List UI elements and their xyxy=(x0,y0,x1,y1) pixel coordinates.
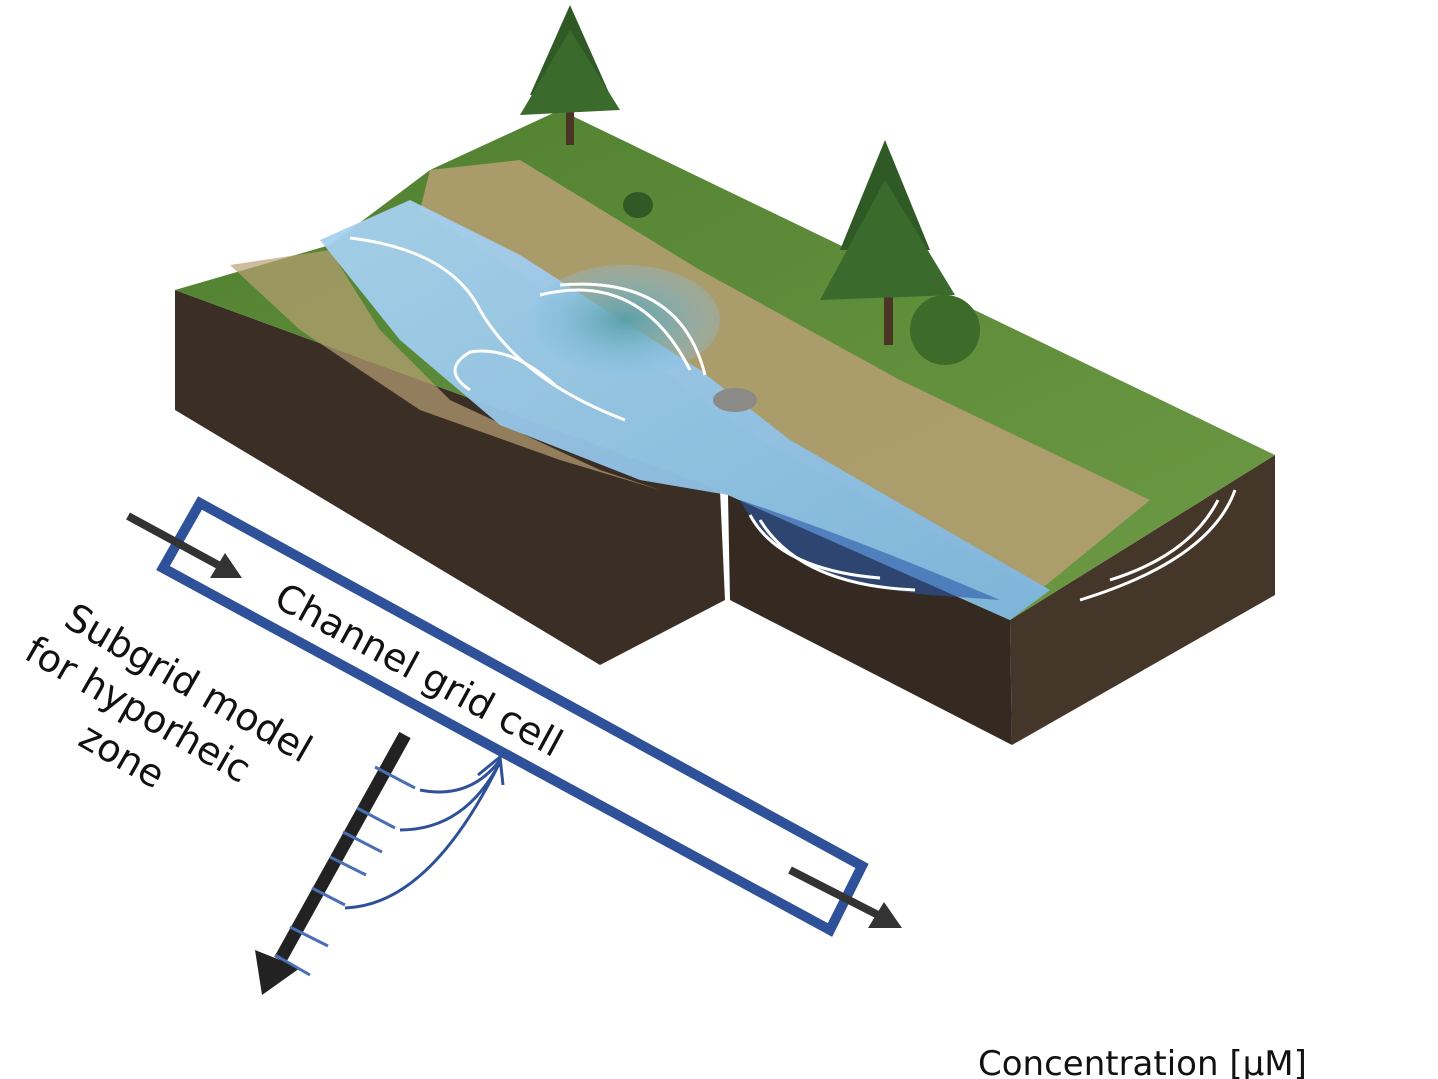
channel-grid-cell-box xyxy=(156,496,869,937)
tree-icon xyxy=(520,5,620,145)
soil-side-right xyxy=(1010,455,1275,745)
shrub-icon xyxy=(910,295,980,365)
terrain-block xyxy=(175,5,1275,745)
concentration-profile xyxy=(344,754,505,910)
concentration-axis-label: Concentration [μM] xyxy=(978,1044,1307,1079)
pool xyxy=(530,265,720,375)
inflow-arrow-icon xyxy=(126,512,242,578)
hyporheic-pocket xyxy=(740,500,1000,600)
flow-arrows xyxy=(349,236,1237,602)
tree-icon xyxy=(820,140,955,345)
river-water xyxy=(320,200,1050,620)
soil-front-left xyxy=(175,290,725,665)
depth-axis xyxy=(255,731,505,995)
shrub-icon xyxy=(623,192,653,218)
sand-bank-left xyxy=(230,250,660,490)
outflow-arrow-icon xyxy=(788,866,902,928)
rocks-icon xyxy=(713,388,757,412)
